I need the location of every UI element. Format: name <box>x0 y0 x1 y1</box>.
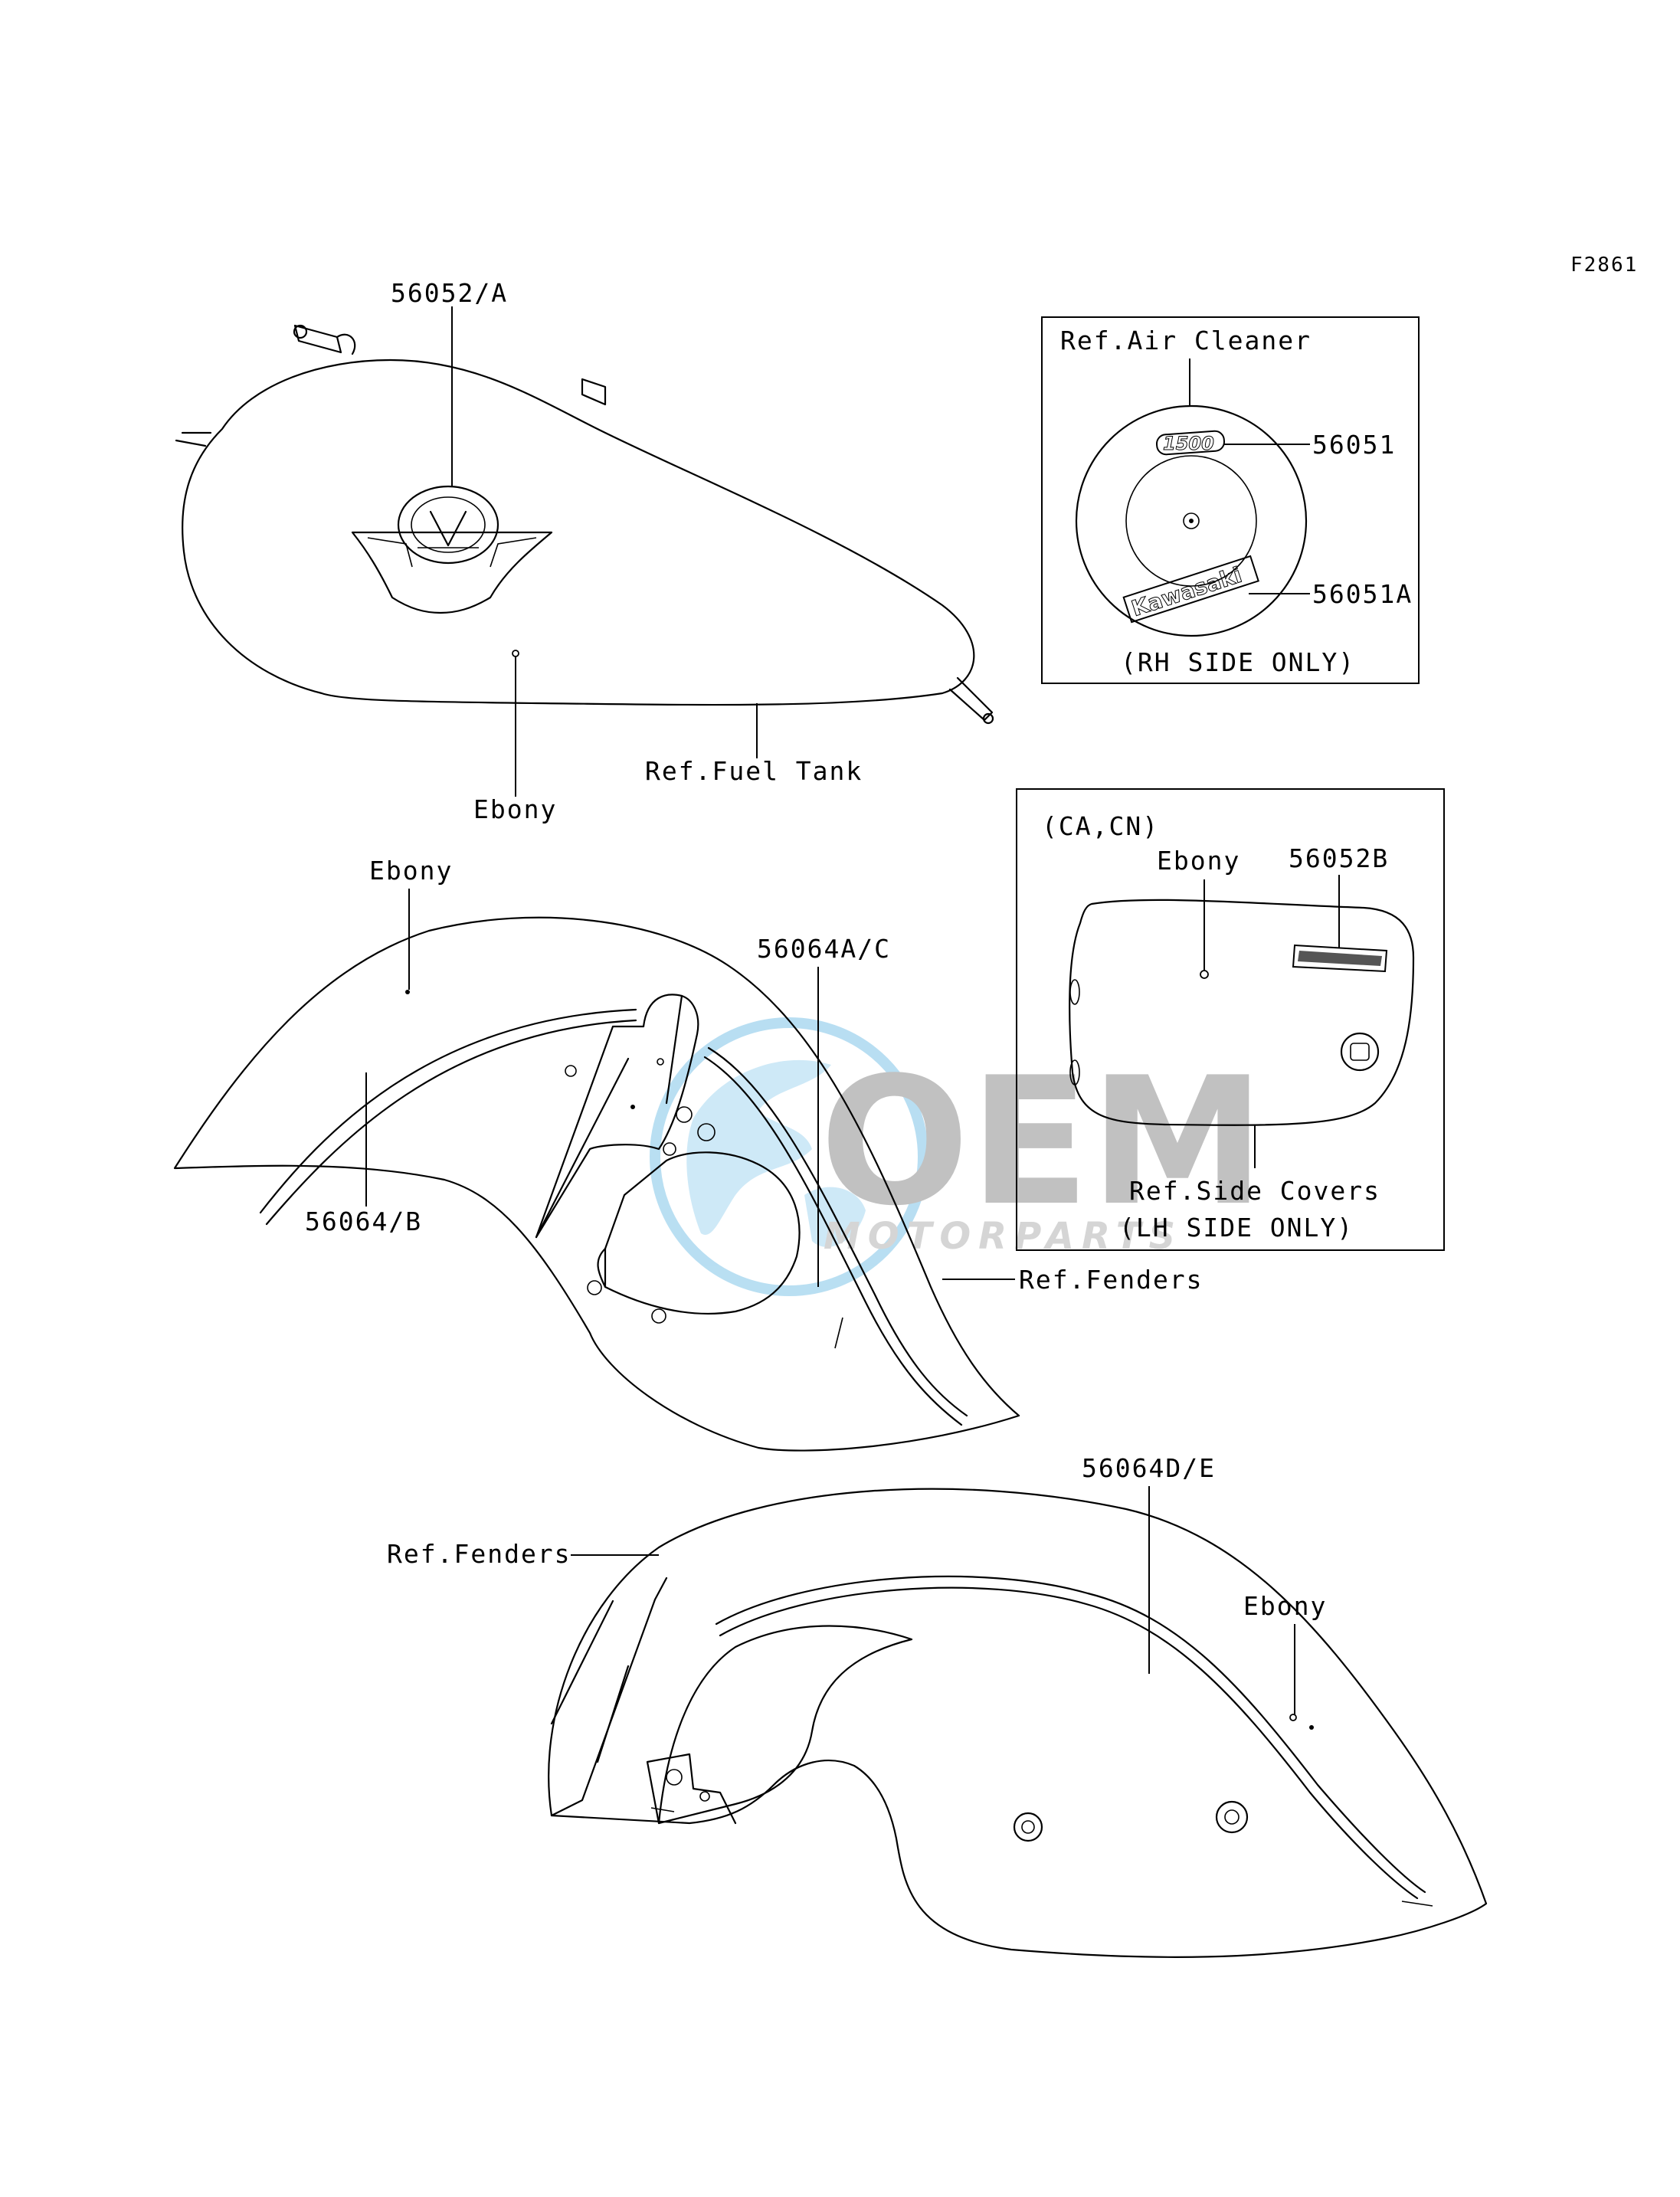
1500-emblem-icon: 1500 <box>1156 430 1225 456</box>
side-cover-region: (CA,CN) <box>1042 811 1159 841</box>
emblem-1500-text: 1500 <box>1163 433 1214 454</box>
watermark-globe-icon <box>650 1017 928 1296</box>
air-cleaner-title: Ref.Air Cleaner <box>1060 326 1312 355</box>
emblem-kawasaki-text: Kawasaki <box>1128 562 1245 621</box>
air-cleaner-note: (RH SIDE ONLY) <box>1121 647 1355 677</box>
tank-color-label: Ebony <box>473 794 557 824</box>
tank-ref-label: Ref.Fuel Tank <box>645 756 863 786</box>
front-fender-drawing <box>173 916 1020 1452</box>
fuel-tank-drawing <box>175 324 994 725</box>
decal-kawasaki-part: 56051A <box>1312 579 1413 609</box>
watermark: OEM MOTORPARTS <box>650 1017 1266 1296</box>
rear-fender-ref-label: Ref.Fenders <box>387 1539 571 1569</box>
rear-fender-color-label: Ebony <box>1243 1591 1327 1621</box>
figure-code: F2861 <box>1570 254 1638 277</box>
side-cover-color-label: Ebony <box>1157 846 1240 876</box>
front-fender-lower-part: 56064/B <box>305 1207 422 1236</box>
front-fender-ref-label: Ref.Fenders <box>1019 1265 1204 1295</box>
side-cover-box: (CA,CN) Ebony 56052B Ref.Side Covers (LH… <box>1016 788 1445 1251</box>
decal-1500-part: 56051 <box>1312 430 1396 460</box>
tank-part-label: 56052/A <box>391 278 508 308</box>
front-fender-upper-part: 56064A/C <box>757 934 891 964</box>
side-cover-part-label: 56052B <box>1289 843 1389 873</box>
rear-fender-drawing <box>548 1488 1488 1958</box>
side-cover-badge-icon <box>1292 944 1388 973</box>
front-fender-color-label: Ebony <box>369 856 453 886</box>
side-cover-ref-label: Ref.Side Covers <box>1129 1176 1380 1206</box>
rear-fender-part-label: 56064D/E <box>1082 1453 1216 1483</box>
air-cleaner-box: Ref.Air Cleaner 1500 56051 Kawasaki 5605… <box>1041 316 1420 684</box>
v-emblem-icon <box>351 485 553 614</box>
side-cover-note: (LH SIDE ONLY) <box>1119 1213 1354 1243</box>
watermark-brand: OEM <box>820 1040 1266 1245</box>
